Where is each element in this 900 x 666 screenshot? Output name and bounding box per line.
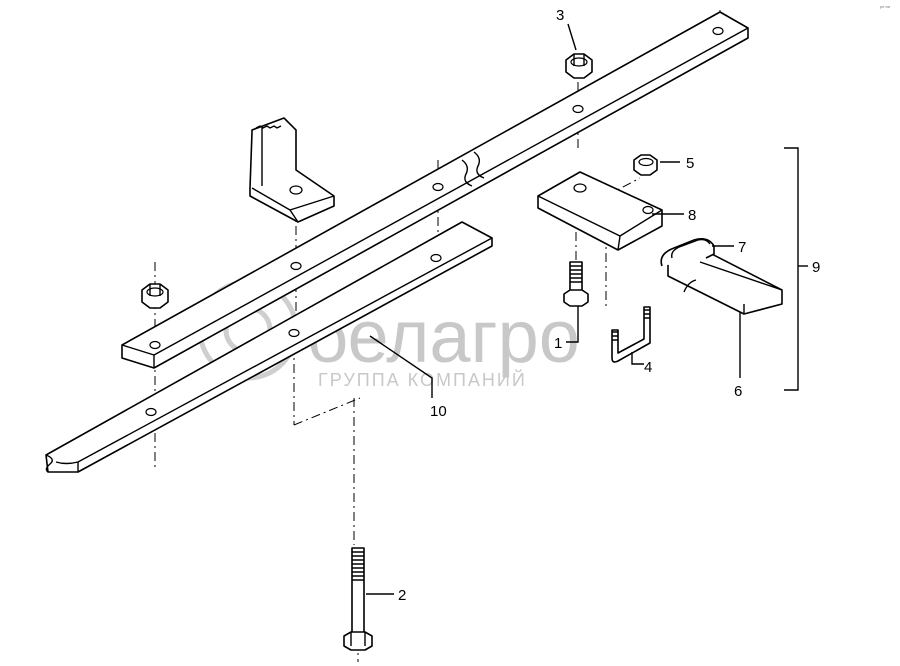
callouts: 3 5 8 7 9 6 1 4 2 10 [398,7,820,604]
angle-bracket [249,117,335,223]
callout-10: 10 [430,403,447,420]
callout-9: 9 [812,259,820,276]
callout-5: 5 [686,155,694,172]
callout-4: 4 [644,359,652,376]
callout-3: 3 [556,7,564,24]
callout-7: 7 [738,239,746,256]
watermark-subtitle: ГРУППА КОМПАНИЙ [318,369,527,390]
nut-5 [633,154,658,176]
callout-2: 2 [398,587,406,604]
nut-3 [565,53,593,79]
corner-mark: ре ия [880,4,890,9]
u-bolt-4 [611,306,651,363]
lower-leaf-bar [45,221,493,473]
leader-lines [366,23,741,595]
watermark: белагро ГРУППА КОМПАНИЙ [197,279,580,390]
callout-1: 1 [554,335,562,352]
callout-8: 8 [688,207,696,224]
plate-8 [537,171,663,251]
bolt-2 [343,547,373,651]
bolt-1 [563,261,589,307]
strap-6 [660,238,783,315]
upper-leaf-bar [121,11,749,369]
group-bracket-9 [784,147,808,391]
nut-left [141,283,169,309]
callout-6: 6 [734,383,742,400]
